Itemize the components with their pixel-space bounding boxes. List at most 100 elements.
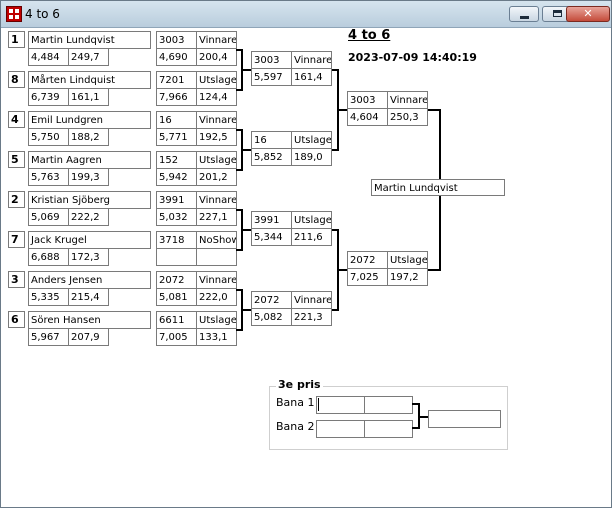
connector: [236, 329, 242, 331]
round3-value-1: 4,604: [347, 108, 388, 126]
player-stat-2: 215,4: [68, 288, 109, 306]
round1-result: Vinnare: [196, 271, 237, 289]
third-place-winner-field[interactable]: [428, 410, 501, 428]
round3-value-2: 250,3: [387, 108, 428, 126]
player-stat-1: 4,484: [28, 48, 69, 66]
connector: [236, 129, 242, 131]
seed-badge: 5: [8, 151, 25, 168]
connector: [241, 229, 251, 231]
connector: [241, 309, 251, 311]
round2-result: Utslagen: [291, 131, 332, 149]
connector: [428, 109, 440, 111]
round1-value-1: 5,081: [156, 288, 197, 306]
connector: [236, 49, 242, 51]
player-stat-1: 5,069: [28, 208, 69, 226]
player-name-field[interactable]: Martin Aagren: [28, 151, 151, 169]
connector: [236, 249, 242, 251]
round1-result: Vinnare: [196, 111, 237, 129]
lane-1-field-b[interactable]: [364, 396, 413, 414]
round3-result: Utslagen: [387, 251, 428, 269]
player-name-field[interactable]: Emil Lundgren: [28, 111, 151, 129]
round2-value-1: 5,597: [251, 68, 292, 86]
round3-value-1: 7,025: [347, 268, 388, 286]
round1-value-1: 5,771: [156, 128, 197, 146]
round2-number: 3003: [251, 51, 292, 69]
close-button[interactable]: ✕: [566, 6, 610, 22]
seed-badge: 2: [8, 191, 25, 208]
round1-number: 7201: [156, 71, 197, 89]
round1-value-2: 192,5: [196, 128, 237, 146]
connector: [236, 289, 242, 291]
connector: [236, 209, 242, 211]
player-stat-1: 6,739: [28, 88, 69, 106]
round1-number: 16: [156, 111, 197, 129]
round1-value-2: [196, 248, 237, 266]
lane-2-field-a[interactable]: [316, 420, 365, 438]
round1-value-1: 7,966: [156, 88, 197, 106]
round1-value-2: 133,1: [196, 328, 237, 346]
date-time: 2023-07-09 14:40:19: [348, 51, 477, 64]
seed-badge: 8: [8, 71, 25, 88]
connector: [418, 416, 428, 418]
player-name-field[interactable]: Sören Hansen: [28, 311, 151, 329]
round2-value-1: 5,082: [251, 308, 292, 326]
round2-value-2: 221,3: [291, 308, 332, 326]
player-stat-2: 207,9: [68, 328, 109, 346]
player-name-field[interactable]: Mårten Lindquist: [28, 71, 151, 89]
round2-number: 16: [251, 131, 292, 149]
round1-number: 3003: [156, 31, 197, 49]
connector: [428, 269, 440, 271]
player-name-field[interactable]: Jack Krugel: [28, 231, 151, 249]
player-stat-2: 172,3: [68, 248, 109, 266]
round2-value-2: 189,0: [291, 148, 332, 166]
title-bar: 4 to 6 ✕: [1, 1, 611, 28]
round1-number: 3991: [156, 191, 197, 209]
player-stat-1: 5,763: [28, 168, 69, 186]
seed-badge: 1: [8, 31, 25, 48]
round3-number: 3003: [347, 91, 388, 109]
final-winner-field: Martin Lundqvist: [371, 179, 505, 196]
round1-result: Utslagen: [196, 151, 237, 169]
player-name-field[interactable]: Anders Jensen: [28, 271, 151, 289]
connector: [332, 69, 338, 71]
app-icon: [6, 6, 22, 22]
player-stat-1: 5,335: [28, 288, 69, 306]
round2-value-2: 161,4: [291, 68, 332, 86]
third-place-title: 3e pris: [276, 378, 323, 391]
text-cursor: [318, 398, 319, 411]
seed-badge: 3: [8, 271, 25, 288]
window-title: 4 to 6: [25, 7, 60, 21]
round1-value-1: 5,942: [156, 168, 197, 186]
round2-value-1: 5,344: [251, 228, 292, 246]
connector: [236, 89, 242, 91]
round3-result: Vinnare: [387, 91, 428, 109]
round1-value-1: 4,690: [156, 48, 197, 66]
connector: [332, 149, 338, 151]
connector: [241, 69, 251, 71]
player-stat-2: 188,2: [68, 128, 109, 146]
seed-badge: 6: [8, 311, 25, 328]
round1-value-2: 200,4: [196, 48, 237, 66]
round2-number: 2072: [251, 291, 292, 309]
round1-result: Utslagen: [196, 311, 237, 329]
lane-2-field-b[interactable]: [364, 420, 413, 438]
player-name-field[interactable]: Martin Lundqvist: [28, 31, 151, 49]
round1-value-2: 124,4: [196, 88, 237, 106]
page-title: 4 to 6: [348, 28, 391, 43]
connector: [337, 109, 347, 111]
lane-1-field-a[interactable]: [316, 396, 365, 414]
player-name-field[interactable]: Kristian Sjöberg: [28, 191, 151, 209]
lane-1-label: Bana 1: [276, 396, 315, 409]
round1-number: 6611: [156, 311, 197, 329]
round1-result: Vinnare: [196, 31, 237, 49]
player-stat-2: 222,2: [68, 208, 109, 226]
seed-badge: 7: [8, 231, 25, 248]
maximize-icon: [553, 10, 562, 17]
round1-value-2: 222,0: [196, 288, 237, 306]
round1-number: 152: [156, 151, 197, 169]
player-stat-1: 5,750: [28, 128, 69, 146]
connector: [332, 309, 338, 311]
minimize-button[interactable]: [509, 6, 539, 22]
connector: [412, 403, 419, 405]
